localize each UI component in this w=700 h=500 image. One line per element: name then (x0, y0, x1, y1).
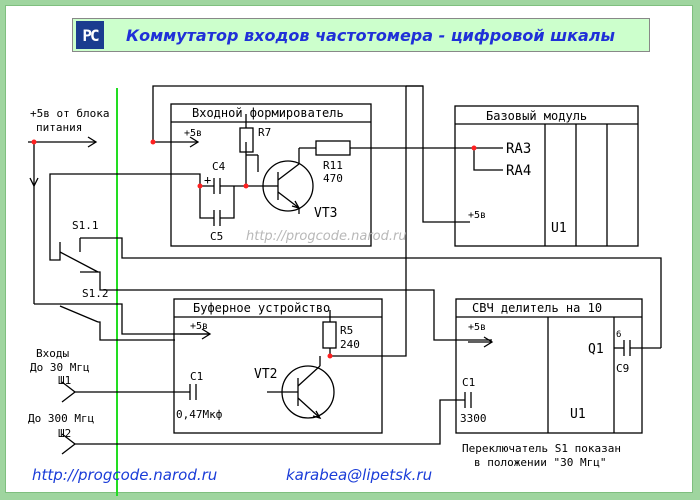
q1-label: Q1 (588, 342, 604, 357)
diagram-labels: +5в от блока питания Входной формировате… (28, 106, 629, 469)
footer-website-link[interactable]: http://progcode.narod.ru (32, 466, 218, 484)
pin6-label: 6 (616, 330, 621, 340)
buffer-box (173, 298, 383, 434)
input-shaper-plus5: +5в (184, 128, 202, 139)
uhf-divider-plus5: +5в (468, 322, 486, 333)
input-shaper-box (170, 103, 372, 247)
site-logo: PC (76, 21, 104, 49)
c4-plus-sign: + (204, 173, 211, 187)
junction-dots (31, 139, 477, 359)
buffer-c1-value: 0,47Мкф (176, 408, 223, 421)
c9-label: C9 (616, 362, 629, 375)
vt2-label: VT2 (254, 367, 277, 382)
switch-s11-label: S1.1 (72, 219, 99, 232)
uhf-c1-value: 3300 (460, 412, 487, 425)
input-shaper-title: Входной формирователь (192, 106, 344, 120)
buffer-c1-label: C1 (190, 370, 203, 383)
c5-label: C5 (210, 230, 223, 243)
note-line-1: Переключатель S1 показан (462, 442, 621, 455)
r5-value: 240 (340, 338, 360, 351)
ra3-label: RA3 (506, 141, 531, 157)
switch-s12-label: S1.2 (82, 287, 109, 300)
r11-value: 470 (323, 172, 343, 185)
input-300mhz-label: До 300 Мгц (28, 412, 94, 425)
base-module-title: Базовый модуль (486, 109, 587, 123)
page-title: Коммутатор входов частотомера - цифровой… (126, 26, 615, 45)
base-module-box (454, 105, 639, 247)
r5-label: R5 (340, 324, 353, 337)
ra4-label: RA4 (506, 163, 531, 179)
c4-label: C4 (212, 160, 226, 173)
r7-label: R7 (258, 126, 271, 139)
vt3-label: VT3 (314, 206, 337, 221)
buffer-plus5: +5в (190, 321, 208, 332)
uhf-divider-title: СВЧ делитель на 10 (472, 301, 602, 315)
title-box (72, 18, 650, 52)
note-line-2: в положении "30 Мгц" (474, 456, 606, 469)
uhf-divider-box (455, 298, 643, 434)
base-module-u1: U1 (551, 221, 567, 236)
inputs-title: Входы (36, 347, 69, 360)
power-label-1: +5в от блока (30, 107, 109, 120)
connector-sh1-label: Ш1 (58, 374, 71, 387)
buffer-title: Буферное устройство (193, 301, 330, 315)
base-module-plus5: +5в (468, 210, 486, 221)
green-marker-line (116, 88, 118, 496)
uhf-u1-label: U1 (570, 407, 586, 422)
power-label-2: питания (36, 121, 82, 134)
input-30mhz-label: До 30 Мгц (30, 361, 90, 374)
wires (28, 85, 662, 455)
uhf-c1-label: C1 (462, 376, 475, 389)
footer-email-link[interactable]: karabea@lipetsk.ru (286, 466, 433, 484)
watermark-url: http://progcode.narod.ru (246, 229, 407, 244)
r11-label: R11 (323, 159, 343, 172)
connector-sh2-label: Ш2 (58, 427, 71, 440)
